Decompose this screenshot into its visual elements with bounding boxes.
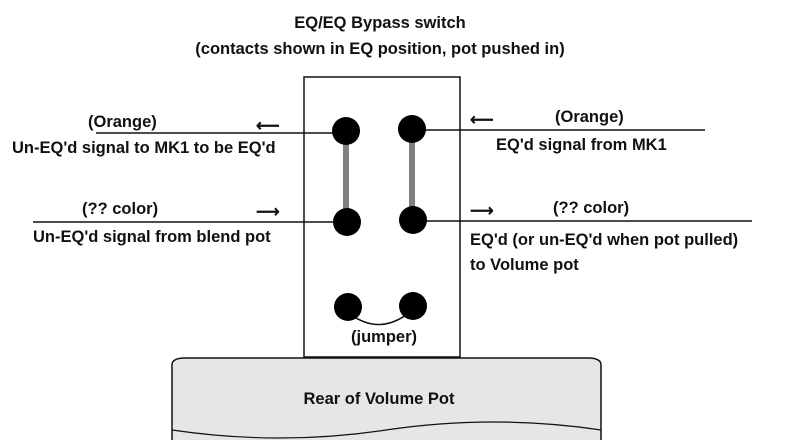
left-top-description: Un-EQ'd signal to MK1 to be EQ'd <box>12 139 276 157</box>
right-middle-description-line2: to Volume pot <box>470 256 579 274</box>
right-middle-description-line1: EQ'd (or un-EQ'd when pot pulled) <box>470 231 738 249</box>
switch-housing <box>303 76 461 358</box>
volume-pot-label: Rear of Volume Pot <box>304 390 455 408</box>
left-top-color-label: (Orange) <box>88 113 157 131</box>
diagram-title: EQ/EQ Bypass switch <box>294 14 465 32</box>
contact-bottom-right <box>399 292 427 320</box>
right-middle-arrow: ⟶ <box>470 202 494 220</box>
volume-pot-wavy-edge <box>171 421 602 439</box>
right-top-color-label: (Orange) <box>555 108 624 126</box>
right-top-arrow: ⟵ <box>470 111 494 129</box>
contact-top-right <box>398 115 426 143</box>
contact-middle-right <box>399 206 427 234</box>
jumper-label: (jumper) <box>351 328 417 346</box>
left-top-arrow: ⟵ <box>256 117 280 135</box>
volume-pot-body <box>171 357 602 440</box>
contact-bottom-left <box>334 293 362 321</box>
right-top-description: EQ'd signal from MK1 <box>496 136 667 154</box>
contact-middle-left <box>333 208 361 236</box>
left-middle-color-label: (?? color) <box>82 200 158 218</box>
right-middle-color-label: (?? color) <box>553 199 629 217</box>
left-middle-description: Un-EQ'd signal from blend pot <box>33 228 271 246</box>
left-middle-arrow: ⟶ <box>256 203 280 221</box>
contact-top-left <box>332 117 360 145</box>
diagram-subtitle: (contacts shown in EQ position, pot push… <box>195 40 564 58</box>
